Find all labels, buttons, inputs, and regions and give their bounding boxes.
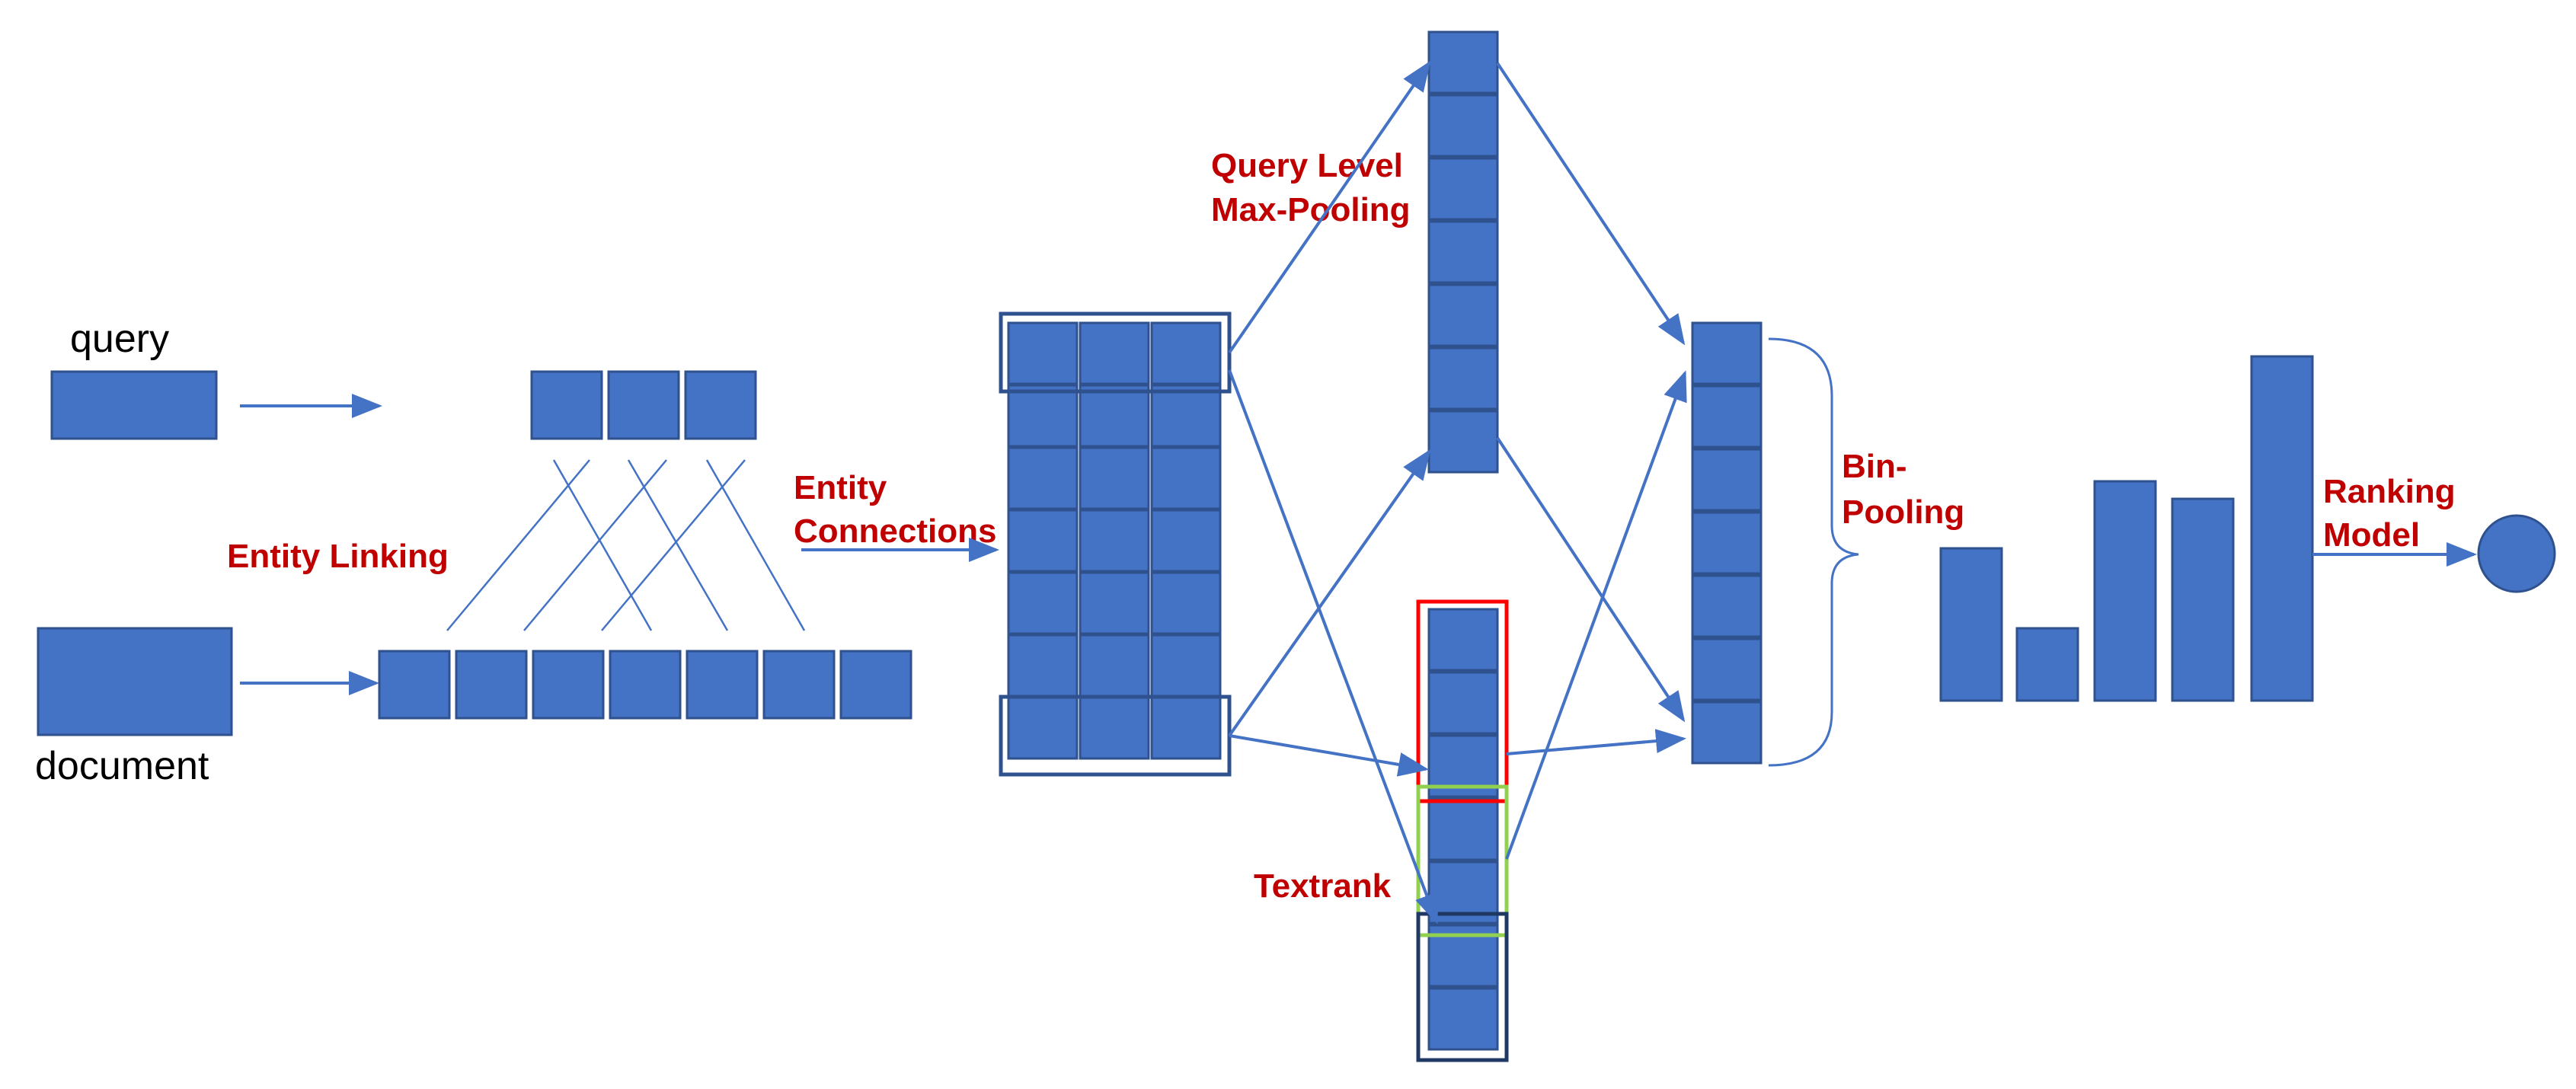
query-entity	[684, 370, 757, 440]
matrix-cell	[1007, 696, 1079, 760]
matrix-cell	[1007, 634, 1079, 698]
matrix-cell	[1150, 696, 1222, 760]
textrank-cell	[1427, 797, 1499, 861]
document-entity	[839, 650, 912, 720]
query-level-label-line2: Max-Pooling	[1211, 191, 1411, 228]
query-level-cell	[1427, 94, 1499, 158]
textrank-cell	[1427, 608, 1499, 672]
matrix-cell	[1079, 509, 1150, 573]
matrix-cell	[1150, 446, 1222, 510]
entity-connections-label-line2: Connections	[794, 513, 996, 550]
entity-linking-lines	[446, 459, 806, 631]
ranking-model-label-line1: Ranking	[2323, 473, 2456, 510]
document-entity-sequence	[378, 650, 912, 720]
matrix-cell	[1150, 321, 1222, 385]
entity-linking-label: Entity Linking	[227, 538, 449, 575]
entity-interaction-matrix	[1007, 321, 1222, 760]
merged-cell	[1691, 637, 1763, 701]
merged-cell	[1691, 321, 1763, 385]
document-entity	[762, 650, 836, 720]
matrix-cell	[1007, 509, 1079, 573]
document-entity	[378, 650, 451, 720]
query-level-cell	[1427, 346, 1499, 410]
bin-pooling-brace	[1768, 337, 1859, 767]
textrank-window-green	[1416, 784, 1509, 937]
document-label: document	[35, 744, 209, 788]
ranking-score-node	[2477, 514, 2556, 593]
query-level-cell	[1427, 410, 1499, 474]
merged-feature-column	[1691, 321, 1763, 765]
textrank-cell	[1427, 671, 1499, 735]
bin-histogram	[1939, 355, 2314, 702]
bin-pooling-label-line2: Pooling	[1842, 493, 1964, 531]
matrix-cell	[1079, 384, 1150, 448]
matrix-cell	[1150, 384, 1222, 448]
document-entity	[686, 650, 759, 720]
matrix-cell	[1150, 509, 1222, 573]
ranking-model-label-line2: Model	[2323, 516, 2420, 554]
document-block	[37, 627, 233, 736]
merged-cell	[1691, 385, 1763, 449]
merged-cell	[1691, 574, 1763, 638]
query-level-cell	[1427, 283, 1499, 347]
matrix-cell	[1079, 634, 1150, 698]
matrix-cell	[1007, 384, 1079, 448]
matrix-cell	[1079, 321, 1150, 385]
entity-connections-label-line1: Entity	[794, 469, 887, 506]
matrix-cell	[1150, 634, 1222, 698]
matrix-cell	[1007, 446, 1079, 510]
merged-cell	[1691, 701, 1763, 765]
query-entity	[607, 370, 680, 440]
query-level-label-line1: Query Level	[1211, 147, 1403, 184]
histogram-bar	[2171, 497, 2235, 702]
document-entity	[455, 650, 528, 720]
histogram-bar	[2093, 480, 2157, 702]
textrank-column	[1427, 608, 1499, 1051]
textrank-cell	[1427, 987, 1499, 1051]
query-block	[50, 370, 218, 440]
matrix-cell	[1079, 571, 1150, 635]
matrix-cell	[1007, 321, 1079, 385]
query-level-cell	[1427, 30, 1499, 94]
matrix-cell	[1079, 696, 1150, 760]
histogram-bar	[2015, 627, 2079, 702]
pooling-arrows	[1228, 60, 1687, 925]
textrank-label: Textrank	[1254, 867, 1392, 905]
query-entity-sequence	[530, 370, 757, 440]
query-entity	[530, 370, 603, 440]
merged-cell	[1691, 448, 1763, 512]
matrix-cell	[1079, 446, 1150, 510]
histogram-bar	[2250, 355, 2314, 702]
histogram-bar	[1939, 547, 2003, 702]
textrank-window-red	[1416, 599, 1509, 803]
matrix-cell	[1007, 571, 1079, 635]
bin-pooling-label-line1: Bin-	[1842, 448, 1907, 485]
query-level-pooled-column	[1427, 30, 1499, 474]
query-level-cell	[1427, 157, 1499, 221]
textrank-window-navy	[1416, 912, 1509, 1062]
merged-cell	[1691, 511, 1763, 575]
query-label: query	[70, 317, 169, 361]
document-entity	[532, 650, 605, 720]
query-level-cell	[1427, 220, 1499, 284]
document-entity	[609, 650, 682, 720]
matrix-cell	[1150, 571, 1222, 635]
